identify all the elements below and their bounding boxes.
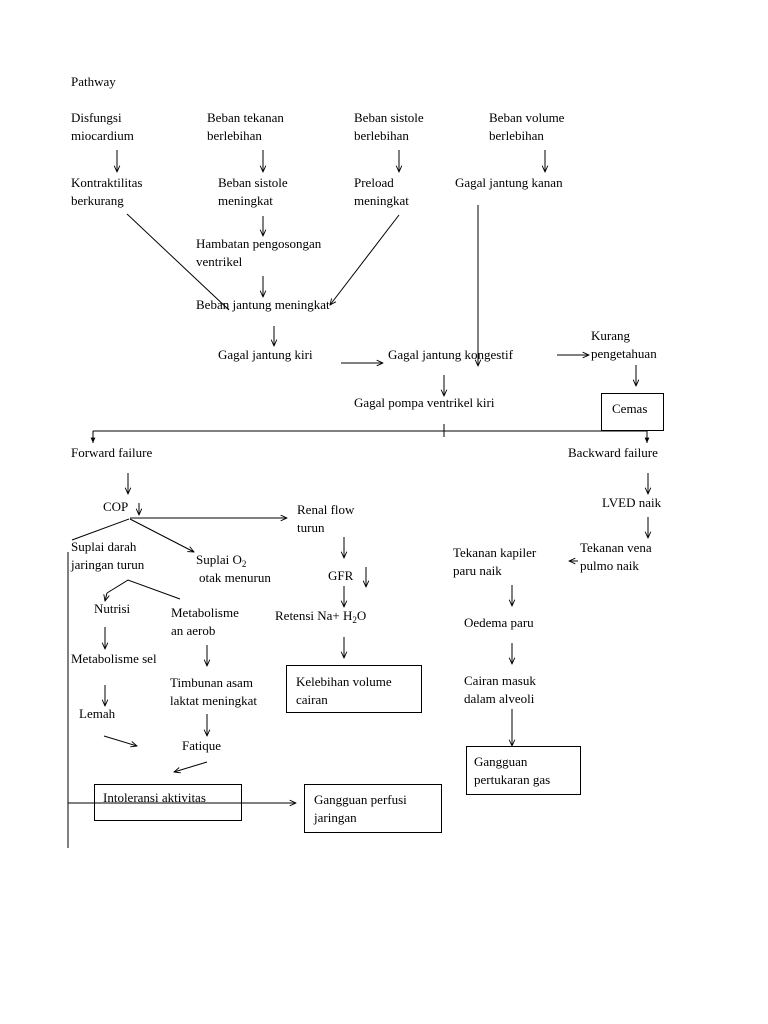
node-suplai-o2-line2: otak menurun (199, 570, 271, 585)
node-kelebihan-volume: Kelebihan volume cairan (296, 674, 392, 707)
node-lemah: Lemah (79, 706, 116, 721)
page-title: Pathway (71, 74, 116, 89)
box-gangguan-perfusi (304, 784, 442, 833)
node-cop: COP (103, 499, 129, 514)
node-hambatan-pengosongan: Hambatan pengosongan ventrikel (196, 236, 322, 269)
node-gagal-jantung-kiri: Gagal jantung kiri (218, 347, 313, 362)
node-gagal-jantung-kongestif: Gagal jantung kongestif (388, 347, 513, 362)
node-forward-failure: Forward failure (71, 445, 153, 460)
arrow-lemah-fatique (103, 735, 137, 746)
node-suplai-o2: Suplai O2 (196, 552, 247, 569)
arrow-fatique-intoleransi (174, 761, 208, 772)
box-gangguan-pertukaran (466, 746, 581, 795)
arrow-split-nutrisi (105, 592, 107, 601)
node-retensi: Retensi Na+ H2O (275, 608, 367, 625)
node-kurang-pengetahuan: Kurang pengetahuan (591, 328, 657, 361)
node-backward-failure: Backward failure (568, 445, 658, 460)
node-beban-jantung-meningkat: Beban jantung meningkat (196, 297, 330, 312)
node-preload: Preload meningkat (354, 175, 409, 208)
box-kelebihan-volume (286, 665, 422, 713)
node-gangguan-perfusi: Gangguan perfusi jaringan (314, 792, 407, 825)
node-suplai-darah: Suplai darah jaringan turun (71, 539, 145, 572)
node-lved-naik: LVED naik (602, 495, 662, 510)
node-cemas: Cemas (612, 401, 648, 416)
arrow-cop-suplai-o2 (129, 518, 194, 552)
node-beban-sistole-meningkat: Beban sistole meningkat (218, 175, 288, 208)
node-fatique: Fatique (182, 738, 221, 753)
node-beban-tekanan: Beban tekanan berlebihan (207, 110, 284, 143)
line-suplai-nutrisi-metab (106, 579, 181, 600)
node-intoleransi: Intoleransi aktivitas (103, 790, 206, 805)
node-gagal-jantung-kanan: Gagal jantung kanan (455, 175, 563, 190)
node-kontraktilitas: Kontraktilitas berkurang (71, 175, 143, 208)
node-gagal-pompa: Gagal pompa ventrikel kiri (354, 395, 495, 410)
node-renal-flow: Renal flow turun (297, 502, 355, 535)
node-metabolisme-sel: Metabolisme sel (71, 651, 157, 666)
line-cop-suplai-darah (71, 518, 130, 541)
node-tekanan-vena: Tekanan vena pulmo naik (580, 540, 652, 573)
node-gfr: GFR (328, 568, 354, 583)
node-metabolisme-aerob: Metabolisme an aerob (171, 605, 239, 638)
node-nutrisi: Nutrisi (94, 601, 131, 616)
node-gangguan-pertukaran: Gangguan pertukaran gas (474, 754, 551, 787)
node-cairan-masuk: Cairan masuk dalam alveoli (464, 673, 536, 706)
arrow-preload-beban (330, 214, 400, 305)
node-beban-sistole-berlebihan: Beban sistole berlebihan (354, 110, 424, 143)
node-timbunan: Timbunan asam laktat meningkat (170, 675, 258, 708)
node-disfungsi-miocardium: Disfungsi miocardium (71, 110, 134, 143)
node-tekanan-kapiler: Tekanan kapiler paru naik (453, 545, 537, 578)
node-beban-volume: Beban volume berlebihan (489, 110, 565, 143)
line-kontraktilitas-beban (126, 213, 230, 311)
node-oedema-paru: Oedema paru (464, 615, 534, 630)
